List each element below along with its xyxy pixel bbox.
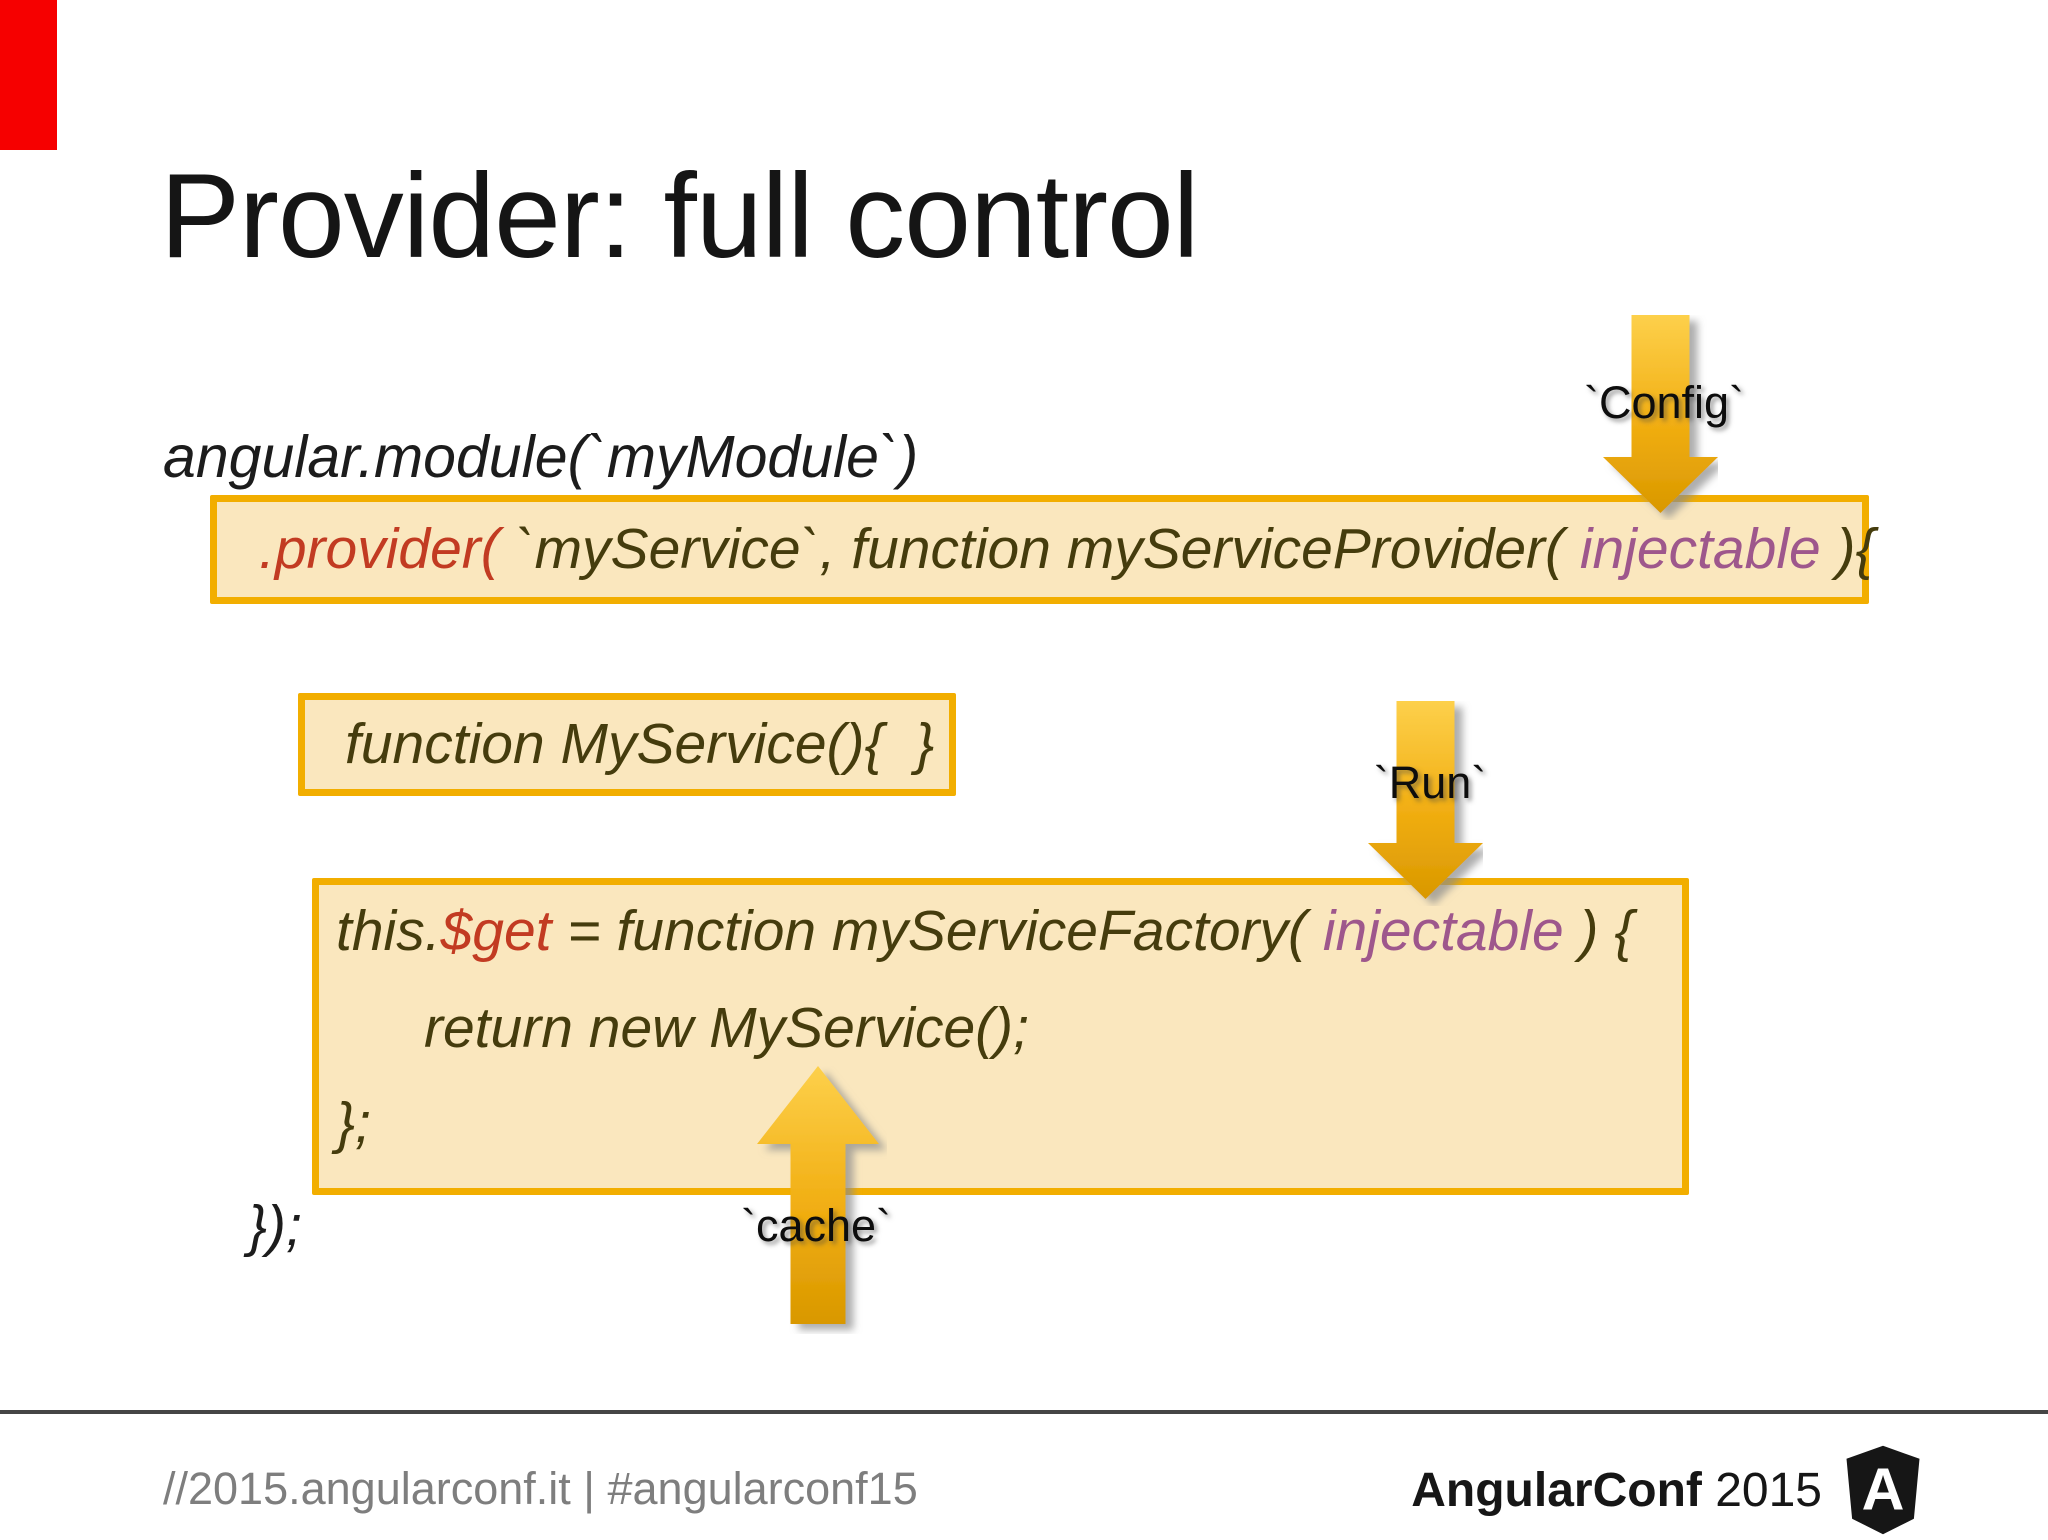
code-closing-line: }); [248,1194,302,1258]
get-code-box [312,878,1689,1195]
slide-title: Provider: full control [160,149,1199,283]
code-module-line: angular.module(`myModule`) [163,424,919,490]
code-provider-end: ){ [1820,517,1875,581]
footer-brand-text: AngularConf 2015 [1411,1463,1822,1518]
cache-label: `cache` [740,1200,892,1251]
get-code-line2: return new MyService(); [424,996,1029,1060]
service-code-line: function MyService(){ } [345,712,935,776]
cache-up-arrow-icon [757,1066,879,1324]
code-get-keyword: $get [440,899,552,963]
run-label: `Run` [1373,757,1487,808]
get-code-line3: }; [336,1091,371,1155]
footer-brand-name: AngularConf [1411,1463,1702,1517]
code-this: this. [336,899,441,963]
angular-logo-letter: A [1862,1455,1905,1522]
code-get-mid: = function myServiceFactory( [551,899,1323,963]
provider-code-line: .provider( `myService`, function myServi… [259,521,1875,578]
provider-code-box: .provider( `myService`, function myServi… [210,495,1875,604]
code-provider-keyword: .provider( [259,517,500,581]
footer-divider [0,1410,2048,1414]
footer-brand-year: 2015 [1701,1463,1822,1517]
angular-logo-icon: A [1846,1445,1920,1535]
code-get-injectable: injectable [1322,899,1564,963]
footer-brand: AngularConf 2015 A [1411,1440,1922,1540]
code-get-end: ) { [1563,899,1634,963]
service-code-box: function MyService(){ } [298,693,956,796]
red-accent-bar [0,0,57,150]
get-code-line1: this.$get = function myServiceFactory( i… [336,903,1633,960]
config-label: `Config` [1583,377,1745,428]
code-provider-injectable: injectable [1579,517,1821,581]
code-provider-mid: `myService`, function myServiceProvider( [499,517,1580,581]
footer-url-hashtag: //2015.angularconf.it | #angularconf15 [163,1463,918,1514]
config-down-arrow-icon [1603,315,1718,513]
run-down-arrow-icon [1368,701,1483,899]
